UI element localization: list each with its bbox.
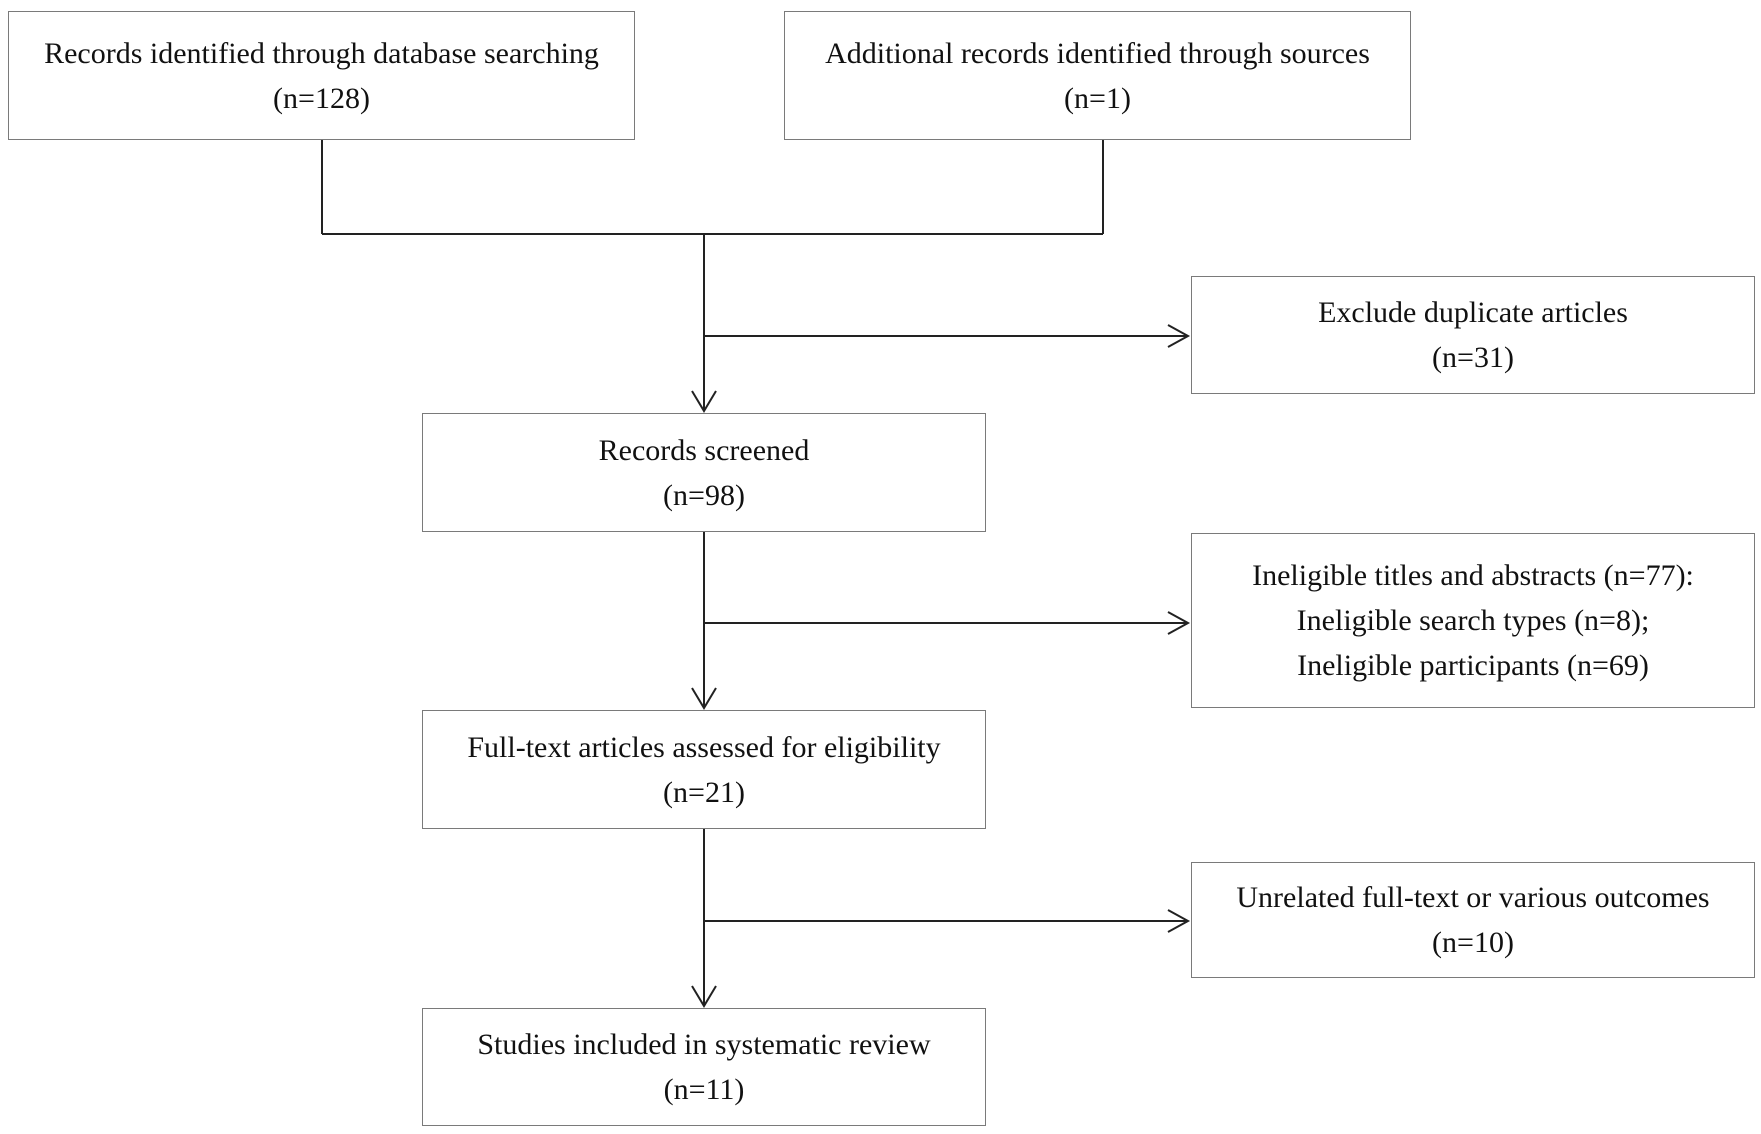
ineligible-participants: Ineligible participants (n=69) xyxy=(1297,649,1649,682)
arrowhead-included xyxy=(691,985,717,1008)
unrelated-box: Unrelated full-text or various outcomes … xyxy=(1191,862,1755,978)
duplicates-label: Exclude duplicate articles xyxy=(1318,296,1628,329)
additional-records-count: (n=1) xyxy=(1064,81,1131,115)
duplicates-box: Exclude duplicate articles (n=31) xyxy=(1191,276,1755,394)
database-records-count: (n=128) xyxy=(273,81,370,115)
ineligible-label: Ineligible titles and abstracts (n=77): xyxy=(1252,559,1694,592)
fulltext-label: Full-text articles assessed for eligibil… xyxy=(467,730,941,764)
screened-label: Records screened xyxy=(598,433,810,467)
arrowhead-screened xyxy=(691,390,717,413)
unrelated-label: Unrelated full-text or various outcomes xyxy=(1236,881,1710,914)
additional-records-box: Additional records identified through so… xyxy=(784,11,1411,140)
ineligible-box: Ineligible titles and abstracts (n=77): … xyxy=(1191,533,1755,708)
arrowhead-fulltext xyxy=(691,687,717,710)
arrowhead-unrelated xyxy=(1167,909,1191,933)
fulltext-count: (n=21) xyxy=(663,775,745,809)
ineligible-search-types: Ineligible search types (n=8); xyxy=(1296,604,1650,637)
arrowhead-ineligible xyxy=(1167,611,1191,635)
arrowhead-duplicates xyxy=(1167,324,1191,348)
database-records-box: Records identified through database sear… xyxy=(8,11,635,140)
unrelated-count: (n=10) xyxy=(1432,926,1514,959)
database-records-label: Records identified through database sear… xyxy=(44,36,599,70)
screened-count: (n=98) xyxy=(663,478,745,512)
screened-box: Records screened (n=98) xyxy=(422,413,986,532)
included-label: Studies included in systematic review xyxy=(477,1028,931,1061)
fulltext-box: Full-text articles assessed for eligibil… xyxy=(422,710,986,829)
included-count: (n=11) xyxy=(663,1073,745,1106)
duplicates-count: (n=31) xyxy=(1432,341,1514,374)
included-box: Studies included in systematic review (n… xyxy=(422,1008,986,1126)
additional-records-label: Additional records identified through so… xyxy=(825,36,1370,70)
